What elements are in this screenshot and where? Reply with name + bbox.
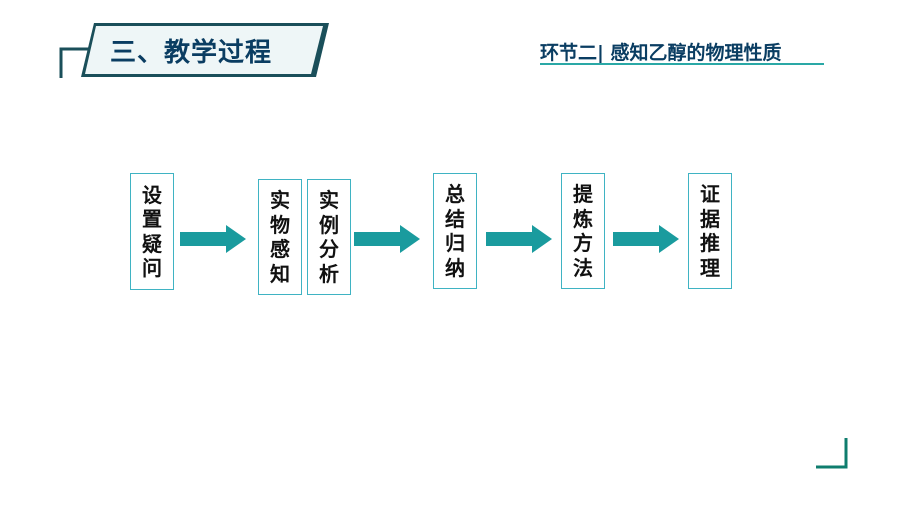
flow-box-step-4: 提 炼 方 法 — [561, 173, 605, 289]
arrow-right-icon — [486, 225, 552, 253]
flow-char: 结 — [445, 206, 465, 231]
arrow-right-icon — [180, 225, 246, 253]
flow-char: 设 — [142, 182, 162, 207]
flow-char: 法 — [573, 255, 593, 280]
flow-char: 物 — [270, 212, 290, 237]
flow-char: 理 — [700, 255, 720, 280]
flow-char: 据 — [700, 206, 720, 231]
flow-char: 方 — [573, 231, 593, 256]
flow-char: 证 — [700, 182, 720, 207]
flow-char: 例 — [319, 212, 339, 237]
flow-box-step-2b: 实 例 分 析 — [307, 179, 351, 295]
flow-box-step-5: 证 据 推 理 — [688, 173, 732, 289]
flow-char: 问 — [142, 256, 162, 281]
arrow-right-icon — [613, 225, 679, 253]
flow-char: 总 — [445, 182, 465, 207]
corner-bracket-bottom-right — [816, 438, 848, 469]
flow-box-step-1: 设 置 疑 问 — [130, 173, 174, 290]
title-banner: 三、教学过程 — [80, 22, 330, 78]
flow-char: 提 — [573, 182, 593, 207]
flow-char: 实 — [270, 188, 290, 213]
flow-box-step-3: 总 结 归 纳 — [433, 173, 477, 289]
section-label: 环节二| 感知乙醇的物理性质 — [540, 42, 782, 64]
page-title: 三、教学过程 — [110, 38, 273, 68]
flow-char: 推 — [700, 231, 720, 256]
title-banner-shape — [81, 23, 329, 77]
flow-char: 纳 — [445, 255, 465, 280]
flow-char: 置 — [142, 207, 162, 232]
flow-char: 分 — [319, 237, 339, 262]
arrow-right-icon — [354, 225, 420, 253]
flow-char: 析 — [319, 261, 339, 286]
section-underline — [540, 63, 824, 65]
flow-char: 疑 — [142, 231, 162, 256]
flow-box-step-2a: 实 物 感 知 — [258, 179, 302, 295]
flow-char: 实 — [319, 188, 339, 213]
flow-char: 知 — [270, 261, 290, 286]
flow-char: 归 — [445, 231, 465, 256]
flow-char: 感 — [270, 237, 290, 262]
flow-char: 炼 — [573, 206, 593, 231]
corner-bracket-top-left — [59, 47, 96, 78]
